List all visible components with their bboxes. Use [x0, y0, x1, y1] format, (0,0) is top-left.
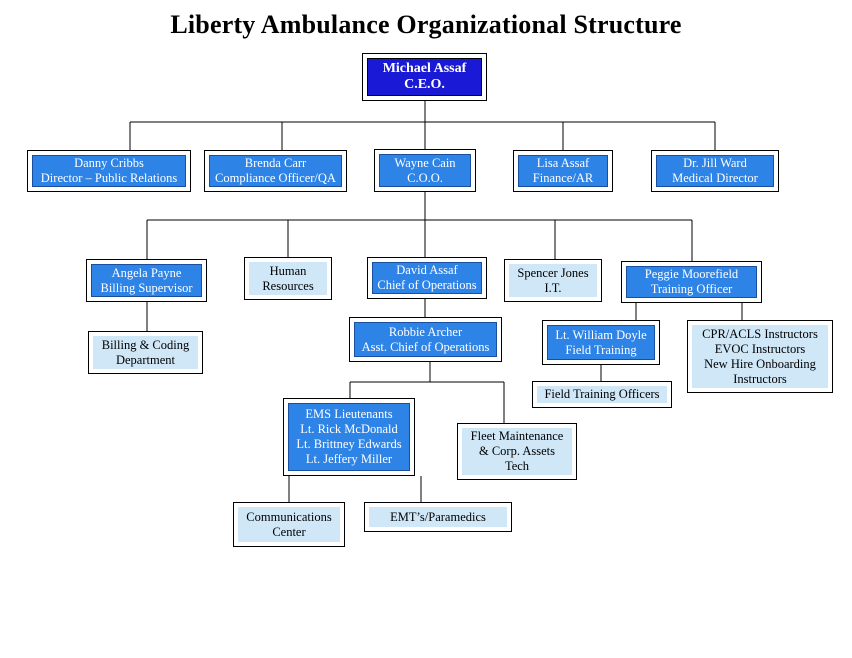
- node-field-training-officers: Field Training Officers: [532, 381, 672, 408]
- node-emts-paramedics: EMT’s/Paramedics: [364, 502, 512, 532]
- chart-title: Liberty Ambulance Organizational Structu…: [170, 10, 682, 39]
